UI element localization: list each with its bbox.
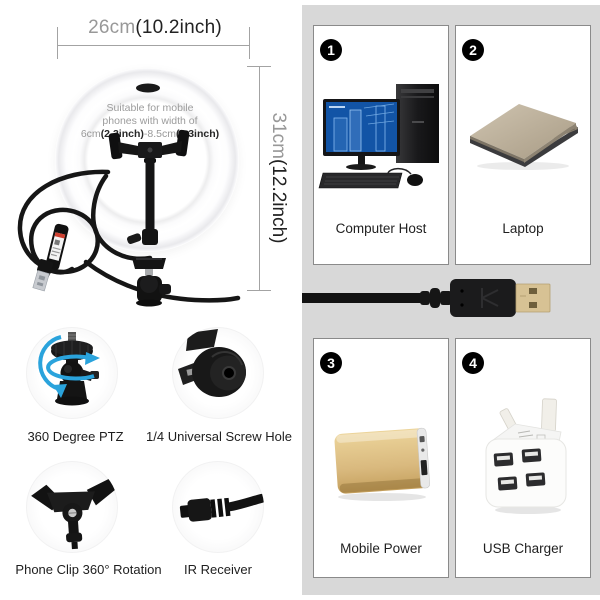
height-inch-value: (12.2inch): [268, 158, 289, 244]
power-option-mobile-power: 3 Mobile Power: [313, 338, 449, 578]
feature-label-screw-hole: 1/4 Universal Screw Hole: [146, 429, 292, 444]
feature-photo-ir-receiver: [172, 461, 264, 553]
note-line-2: phones with width of: [102, 115, 198, 127]
height-dimension-tick-bottom: [247, 290, 271, 291]
note-line-3: 6cm(2.3inch)-8.5cm(3.3inch): [80, 128, 220, 140]
power-option-computer-host: 1 Computer Host: [313, 25, 449, 265]
rotation-arrows: [38, 335, 95, 391]
screw-hole-icon: [178, 329, 246, 397]
feature-photo-screw-hole: [172, 327, 264, 419]
power-option-label-usb-charger: USB Charger: [482, 541, 564, 556]
number-badge-2: 2: [462, 39, 484, 61]
power-option-label-mobile-power: Mobile Power: [340, 541, 422, 556]
ball-head-rotation-icon: [38, 332, 100, 406]
ring-light: [55, 68, 239, 252]
number-badge-3: 3: [320, 352, 342, 374]
ring-compatibility-note: Suitable for mobile phones with width of…: [65, 102, 235, 141]
height-dimension-label: 31cm(12.2inch): [267, 113, 289, 244]
width-cm-value: 26cm: [88, 17, 136, 38]
width-dimension-label: 26cm(10.2inch): [60, 17, 250, 39]
phone-clip-icon: [31, 478, 115, 550]
number-badge-1: 1: [320, 39, 342, 61]
height-dimension-line: [259, 66, 260, 290]
height-cm-value: 31cm: [268, 112, 289, 159]
power-option-laptop: 2 Laptop: [455, 25, 591, 265]
note-line-1: Suitable for mobile: [106, 102, 194, 114]
ir-receiver-icon: [179, 493, 264, 522]
feature-photo-phone-clip: [26, 461, 118, 553]
desktop-computer-image: [318, 84, 439, 189]
feature-label-phone-clip: Phone Clip 360° Rotation: [15, 562, 162, 577]
usb-charger-image: [485, 398, 567, 514]
width-inch-value: (10.2inch): [135, 17, 222, 38]
height-dimension-tick-top: [247, 66, 271, 67]
power-option-usb-charger: 4 USB Charger: [455, 338, 591, 578]
usb-plug: [32, 259, 54, 292]
power-bank-image: [334, 427, 431, 501]
width-dimension-tick-right: [249, 27, 250, 59]
power-options-panel: 1 Computer Host 2 Laptop: [302, 5, 600, 595]
power-option-label-laptop: Laptop: [502, 221, 544, 236]
feature-label-ir-receiver: IR Receiver: [184, 562, 252, 577]
feature-photo-360-ptz: [26, 327, 118, 419]
width-dimension-line: [57, 45, 250, 46]
power-option-label-computer-host: Computer Host: [335, 221, 427, 236]
ball-head-mount: [132, 258, 171, 307]
number-badge-4: 4: [462, 352, 484, 374]
laptop-image: [470, 104, 578, 170]
usb-ports: [493, 448, 546, 491]
usb-cable-image: [302, 279, 551, 317]
width-dimension-tick-left: [57, 27, 58, 59]
feature-label-360-ptz: 360 Degree PTZ: [27, 429, 124, 444]
remote-controller: [45, 223, 69, 271]
